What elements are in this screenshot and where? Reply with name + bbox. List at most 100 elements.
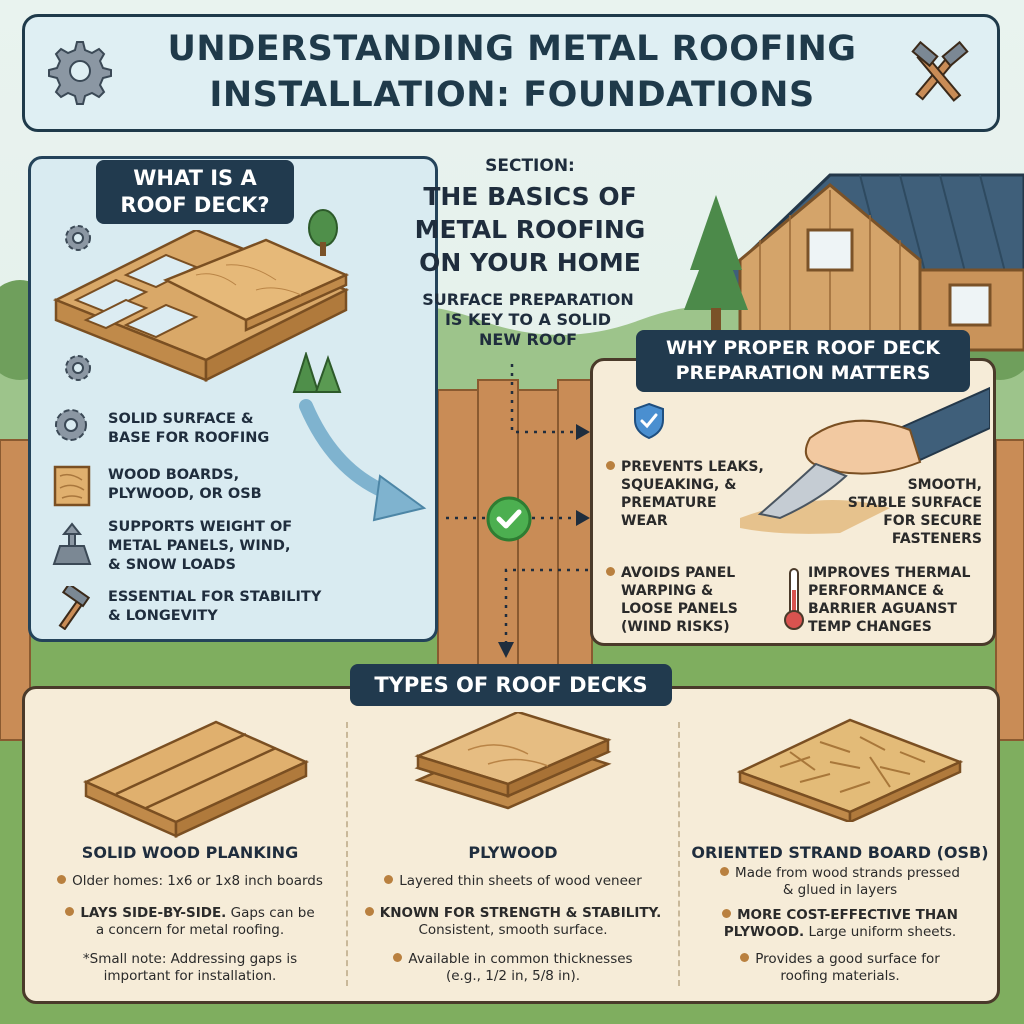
section-subtitle: SURFACE PREPARATION IS KEY TO A SOLID NE… (378, 290, 678, 350)
benefit-line: PERFORMANCE & (808, 583, 945, 599)
osb-illustration (736, 718, 964, 822)
list-item: SUPPORTS WEIGHT OF METAL PANELS, WIND, &… (108, 518, 408, 575)
list-item-line: ESSENTIAL FOR STABILITY (108, 589, 322, 605)
benefit-warping: AVOIDS PANEL WARPING & LOOSE PANELS (WIN… (606, 564, 776, 636)
bullet-icon (393, 953, 403, 962)
benefit-line: SQUEAKING, & (621, 477, 737, 493)
benefit-line: (WIND RISKS) (621, 619, 730, 635)
osb-bullet-2: MORE COST-EFFECTIVE THAN PLYWOOD. Large … (690, 907, 990, 941)
column-divider (346, 722, 348, 986)
why-it-matters-heading-line-2: PREPARATION MATTERS (675, 362, 931, 384)
thermometer-icon (784, 568, 804, 630)
list-item: WOOD BOARDS, PLYWOOD, OR OSB (108, 466, 408, 504)
section-heading: THE BASICS OF METAL ROOFING ON YOUR HOME (382, 180, 678, 279)
planking-title: SOLID WOOD PLANKING (81, 843, 299, 862)
hammer-icon (58, 586, 91, 630)
bullet-text: Consistent, smooth surface. (418, 922, 608, 938)
benefit-line: BARRIER AGUANST (808, 601, 957, 617)
gear-icon (65, 355, 91, 381)
benefit-line: FOR SECURE (883, 513, 982, 529)
benefit-line: SMOOTH, (907, 477, 982, 493)
plywood-bullet-3: Available in common thicknesses (e.g., 1… (358, 951, 668, 985)
page-title: UNDERSTANDING METAL ROOFING INSTALLATION… (110, 26, 914, 118)
list-item: SOLID SURFACE & BASE FOR ROOFING (108, 410, 408, 448)
list-item-line: WOOD BOARDS, (108, 467, 240, 483)
list-item: ESSENTIAL FOR STABILITY & LONGEVITY (108, 588, 408, 626)
pine-tree (684, 195, 748, 338)
weight-icon (52, 522, 92, 565)
osb-title: ORIENTED STRAND BOARD (OSB) (691, 843, 989, 862)
list-item-line: SUPPORTS WEIGHT OF (108, 519, 293, 535)
wood-planking-illustration (82, 720, 310, 838)
plywood-bullet-1: Layered thin sheets of wood veneer (358, 873, 668, 890)
gear-icon (48, 41, 112, 105)
note-text: *Small note: Addressing gaps is (82, 951, 298, 967)
curved-arrow-icon (299, 399, 427, 522)
house-illustration (696, 173, 1024, 352)
bullet-text: Large uniform sheets. (804, 924, 957, 940)
check-icon (486, 496, 532, 542)
bullet-icon (722, 909, 732, 918)
bullet-text: Gaps can be (226, 905, 315, 921)
plywood-illustration (414, 712, 612, 810)
bullet-icon (65, 907, 75, 916)
bullet-text: Available in common thicknesses (408, 951, 633, 967)
bullet-icon (606, 461, 615, 470)
hammer-icon (911, 40, 969, 102)
section-subtitle-line: IS KEY TO A SOLID (444, 310, 612, 329)
section-heading-line: METAL ROOFING (414, 215, 646, 244)
bullet-icon (720, 867, 730, 876)
section-heading-line: THE BASICS OF (423, 182, 637, 211)
section-subtitle-line: NEW ROOF (479, 330, 577, 349)
list-item-line: & LONGEVITY (108, 608, 218, 624)
deck-types-heading: TYPES OF ROOF DECKS (350, 664, 672, 706)
benefit-leaks: PREVENTS LEAKS, SQUEAKING, & PREMATURE W… (606, 458, 766, 530)
bullet-icon (57, 875, 67, 884)
bullet-icon (364, 907, 374, 916)
planking-bullet-2: LAYS SIDE-BY-SIDE. Gaps can be a concern… (38, 905, 342, 939)
roof-deck-frame-illustration (52, 230, 350, 383)
roof-deck-heading-line-1: WHAT IS A (133, 166, 257, 190)
list-item-line: & SNOW LOADS (108, 557, 237, 573)
dotted-arrow-down (498, 568, 606, 658)
section-label: SECTION: (485, 156, 575, 176)
section-subtitle-line: SURFACE PREPARATION (422, 290, 634, 309)
note-text: important for installation. (103, 968, 277, 984)
hand-sanding-illustration (740, 386, 990, 534)
wood-board-icon (53, 465, 91, 507)
pine-trees-icon (292, 352, 342, 393)
benefit-line: WEAR (621, 513, 668, 529)
benefit-smooth-surface: SMOOTH, STABLE SURFACE FOR SECURE FASTEN… (836, 476, 982, 548)
benefit-line: PREMATURE (621, 495, 717, 511)
plywood-bullet-2: KNOWN FOR STRENGTH & STABILITY. Consiste… (358, 905, 668, 939)
title-banner (22, 14, 1000, 132)
column-divider (678, 722, 680, 986)
why-it-matters-heading-line-1: WHY PROPER ROOF DECK (665, 337, 941, 359)
bullet-text: Made from wood strands pressed (735, 865, 960, 881)
planking-bullet-1: Older homes: 1x6 or 1x8 inch boards (38, 873, 342, 890)
dotted-connectors (446, 364, 590, 526)
osb-bullet-1: Made from wood strands pressed & glued i… (690, 865, 990, 899)
list-item-line: METAL PANELS, WIND, (108, 538, 291, 554)
gear-icon (65, 225, 91, 251)
planking-note: *Small note: Addressing gaps is importan… (38, 951, 342, 985)
list-item-line: PLYWOOD, OR OSB (108, 486, 262, 502)
bullet-icon (740, 953, 750, 962)
bullet-bold-text: KNOWN FOR STRENGTH & STABILITY. (379, 905, 662, 921)
why-it-matters-heading: WHY PROPER ROOF DECK PREPARATION MATTERS (636, 330, 970, 392)
benefit-line: AVOIDS PANEL (621, 565, 736, 581)
benefit-line: IMPROVES THERMAL (808, 565, 971, 581)
benefit-line: STABLE SURFACE (847, 495, 982, 511)
shield-icon (634, 402, 664, 440)
title-line-1: UNDERSTANDING METAL ROOFING (167, 29, 857, 69)
bullet-text: a concern for metal roofing. (95, 922, 285, 938)
bullet-bold-text: PLYWOOD. (723, 924, 805, 940)
bullet-text: Provides a good surface for (755, 951, 940, 967)
roof-deck-definition-panel (28, 156, 438, 642)
tree-icon (308, 209, 338, 256)
bullet-bold-text: LAYS SIDE-BY-SIDE. (80, 905, 227, 921)
benefit-thermal: IMPROVES THERMAL PERFORMANCE & BARRIER A… (808, 564, 990, 636)
benefit-line: LOOSE PANELS (621, 601, 738, 617)
list-item-line: BASE FOR ROOFING (108, 430, 270, 446)
section-heading-line: ON YOUR HOME (419, 248, 641, 277)
